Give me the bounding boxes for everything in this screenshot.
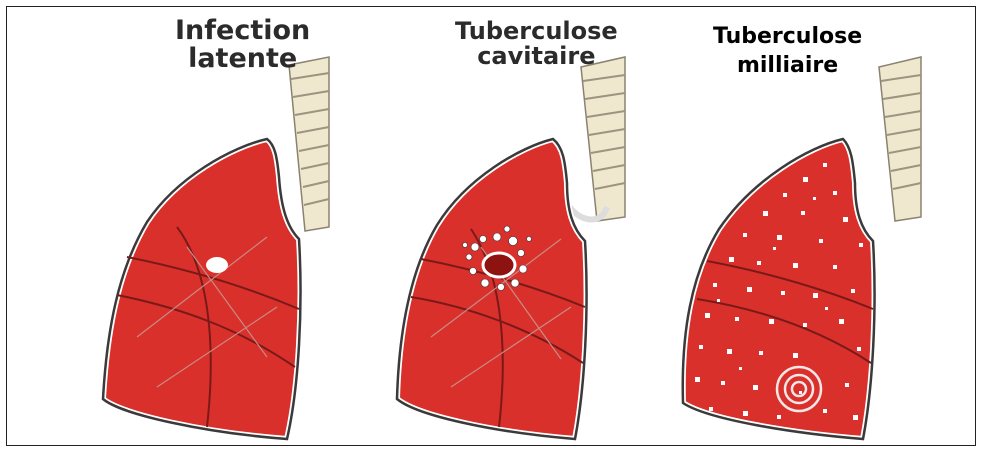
title-line-2: cavitaire: [455, 44, 618, 69]
trachea: [567, 57, 625, 221]
title-line-1: Infection: [175, 17, 310, 45]
trachea: [289, 57, 329, 231]
title-line-2: latente: [175, 45, 310, 73]
latent-lesion: [206, 257, 228, 273]
panel-title: Infection latente: [175, 17, 310, 74]
panel-title: Tuberculose milliaire: [713, 25, 862, 77]
lung: [397, 139, 587, 439]
title-line-1: Tuberculose: [455, 19, 618, 44]
lung-illustration-cavitary: [371, 7, 693, 445]
lung: [103, 139, 301, 439]
panel-title: Tuberculose cavitaire: [455, 19, 618, 69]
panel-cavitary-tb: Tuberculose cavitaire: [371, 7, 693, 445]
title-line-1: Tuberculose: [713, 25, 862, 48]
panel-miliary-tb: Tuberculose milliaire: [673, 7, 984, 445]
figure-frame: Infection latente: [6, 6, 976, 446]
trachea: [879, 57, 921, 221]
panel-latent-infection: Infection latente: [67, 7, 389, 445]
title-line-2: milliaire: [713, 54, 862, 77]
